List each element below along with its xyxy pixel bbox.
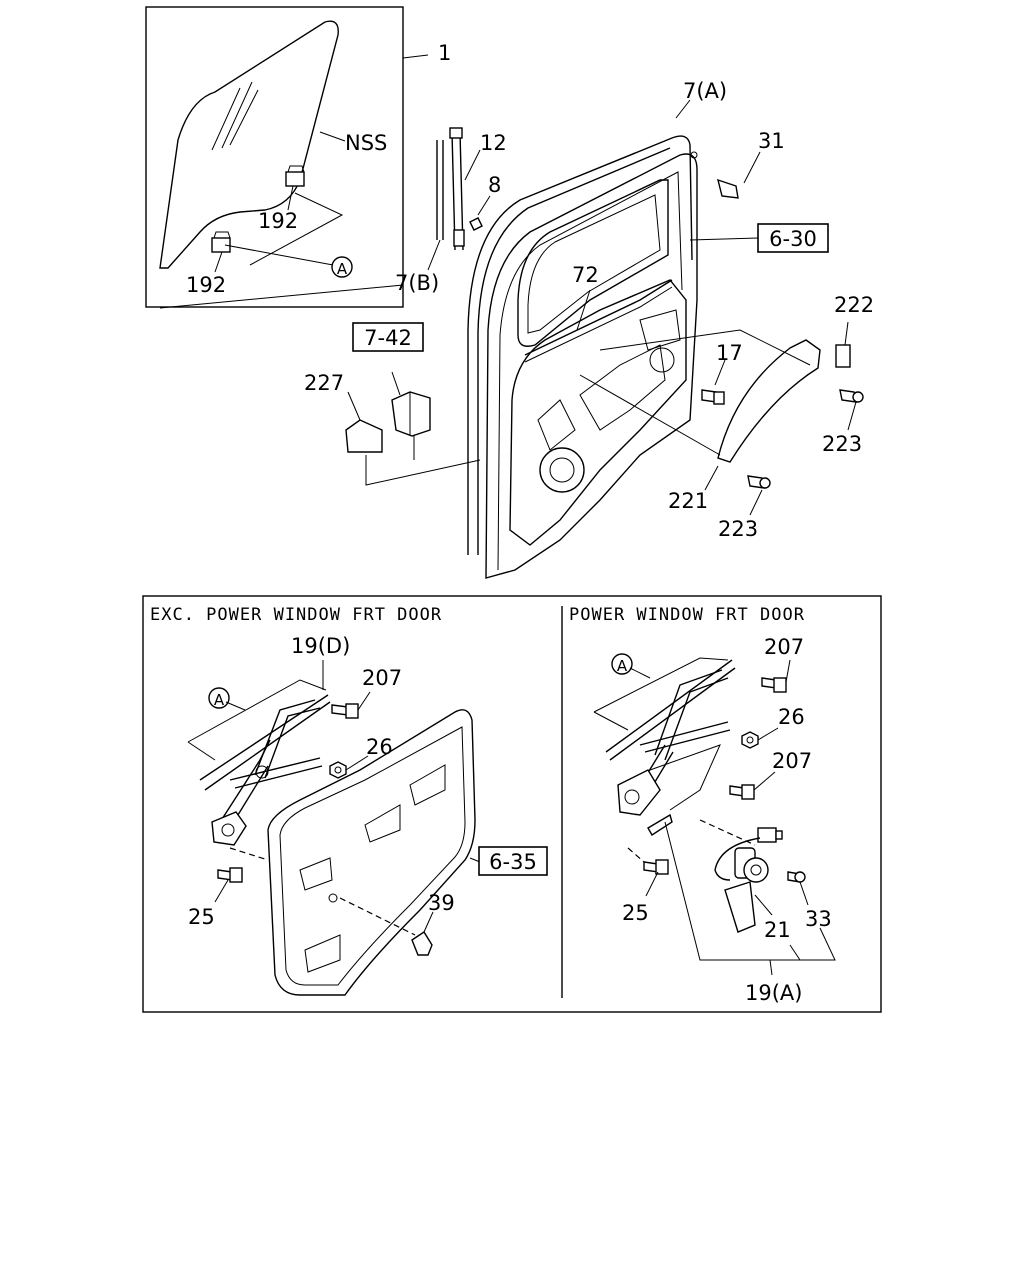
circle-a-manual <box>208 687 230 709</box>
label-17: 17 <box>716 341 743 365</box>
motor-wire <box>714 837 761 881</box>
glass-inset-frame <box>145 6 404 308</box>
label-ref-6-30: 6-30 <box>769 227 817 251</box>
window-handle-39 <box>411 931 433 956</box>
motor-connector <box>757 827 783 843</box>
label-8: 8 <box>488 173 501 197</box>
weatherstrip-7a <box>467 135 693 555</box>
label-31: 31 <box>758 129 785 153</box>
label-227: 227 <box>304 371 344 395</box>
bolt-17 <box>701 389 725 405</box>
window-opening <box>517 179 669 347</box>
garnish-221 <box>717 339 821 463</box>
screw-223-lower <box>747 475 771 489</box>
label-221: 221 <box>668 489 708 513</box>
nut-26-manual <box>329 761 347 779</box>
circle-a-power <box>611 653 633 675</box>
label-circle-a-glass: A <box>337 260 348 278</box>
label-circle-a-power: A <box>617 657 628 675</box>
label-33: 33 <box>805 907 832 931</box>
label-207-manual: 207 <box>362 666 402 690</box>
door-glass <box>159 20 339 269</box>
label-19d: 19(D) <box>291 634 350 658</box>
door-assembly: 7(A) 6-30 31 12 8 7(B) 72 17 7-42 227 22… <box>304 79 874 579</box>
label-glass-1: 1 <box>438 41 451 65</box>
door-inner-panel <box>509 279 687 546</box>
label-72: 72 <box>572 263 599 287</box>
label-clip-192a: 192 <box>258 209 298 233</box>
label-26-manual: 26 <box>366 735 393 759</box>
label-circle-a-manual: A <box>214 691 225 709</box>
cap-222 <box>835 344 851 368</box>
label-19a: 19(A) <box>745 981 802 1005</box>
label-nss: NSS <box>345 131 387 155</box>
screw-223-upper <box>839 389 864 403</box>
label-7b: 7(B) <box>395 271 439 295</box>
regulator-panel-frame <box>142 595 882 1013</box>
bolt-25-manual <box>217 867 243 883</box>
glass-clip-lower <box>211 231 231 253</box>
ref-box-7-42 <box>352 322 424 352</box>
label-207-power-upper: 207 <box>764 635 804 659</box>
manual-window-section: EXC. POWER WINDOW FRT DOOR <box>150 605 548 996</box>
header-manual: EXC. POWER WINDOW FRT DOOR <box>150 605 442 625</box>
label-ref-7-42: 7-42 <box>364 326 412 350</box>
glass-clip-upper <box>285 165 305 187</box>
handle-7-42 <box>391 391 431 437</box>
label-ref-6-35: 6-35 <box>489 850 537 874</box>
bolt-207-manual <box>331 703 359 719</box>
bolt-31 <box>717 178 739 199</box>
glass-reflection <box>211 81 259 151</box>
circle-a-glass <box>331 256 353 278</box>
label-39: 39 <box>428 891 455 915</box>
label-7a: 7(A) <box>683 79 727 103</box>
door-trim-panel-6-35 <box>267 709 476 996</box>
glass-channel-7b <box>436 140 444 240</box>
leader-a-glass <box>249 192 344 266</box>
screw-33 <box>787 871 806 883</box>
bolt-207-power-upper <box>761 677 787 693</box>
bolt-25-power <box>643 859 669 875</box>
label-222: 222 <box>834 293 874 317</box>
nut-26-power <box>741 731 759 749</box>
label-26-power: 26 <box>778 705 805 729</box>
label-12: 12 <box>480 131 507 155</box>
cover-227 <box>345 419 383 453</box>
label-clip-192b: 192 <box>186 273 226 297</box>
speaker-hole <box>539 447 585 493</box>
glass-inset: 1 NSS 192 192 A <box>145 6 451 309</box>
label-21: 21 <box>764 918 791 942</box>
label-25-power: 25 <box>622 901 649 925</box>
power-regulator-base <box>617 769 661 816</box>
power-window-section: POWER WINDOW FRT DOOR <box>569 605 836 1005</box>
ref-box-6-30 <box>757 223 829 253</box>
belt-molding-72 <box>524 279 673 356</box>
part-8-clip <box>469 217 483 231</box>
door-shell <box>485 153 698 579</box>
label-207-power-lower: 207 <box>772 749 812 773</box>
trim-armrest <box>364 804 401 843</box>
label-223-upper: 223 <box>822 432 862 456</box>
header-power: POWER WINDOW FRT DOOR <box>569 605 805 625</box>
label-223-lower: 223 <box>718 517 758 541</box>
window-motor-21 <box>724 847 769 933</box>
bolt-207-power-lower <box>729 784 755 800</box>
regulator-handle-base <box>211 811 247 846</box>
regulator-rail <box>199 694 331 791</box>
ref-box-6-35 <box>478 846 548 876</box>
label-25-manual: 25 <box>188 905 215 929</box>
